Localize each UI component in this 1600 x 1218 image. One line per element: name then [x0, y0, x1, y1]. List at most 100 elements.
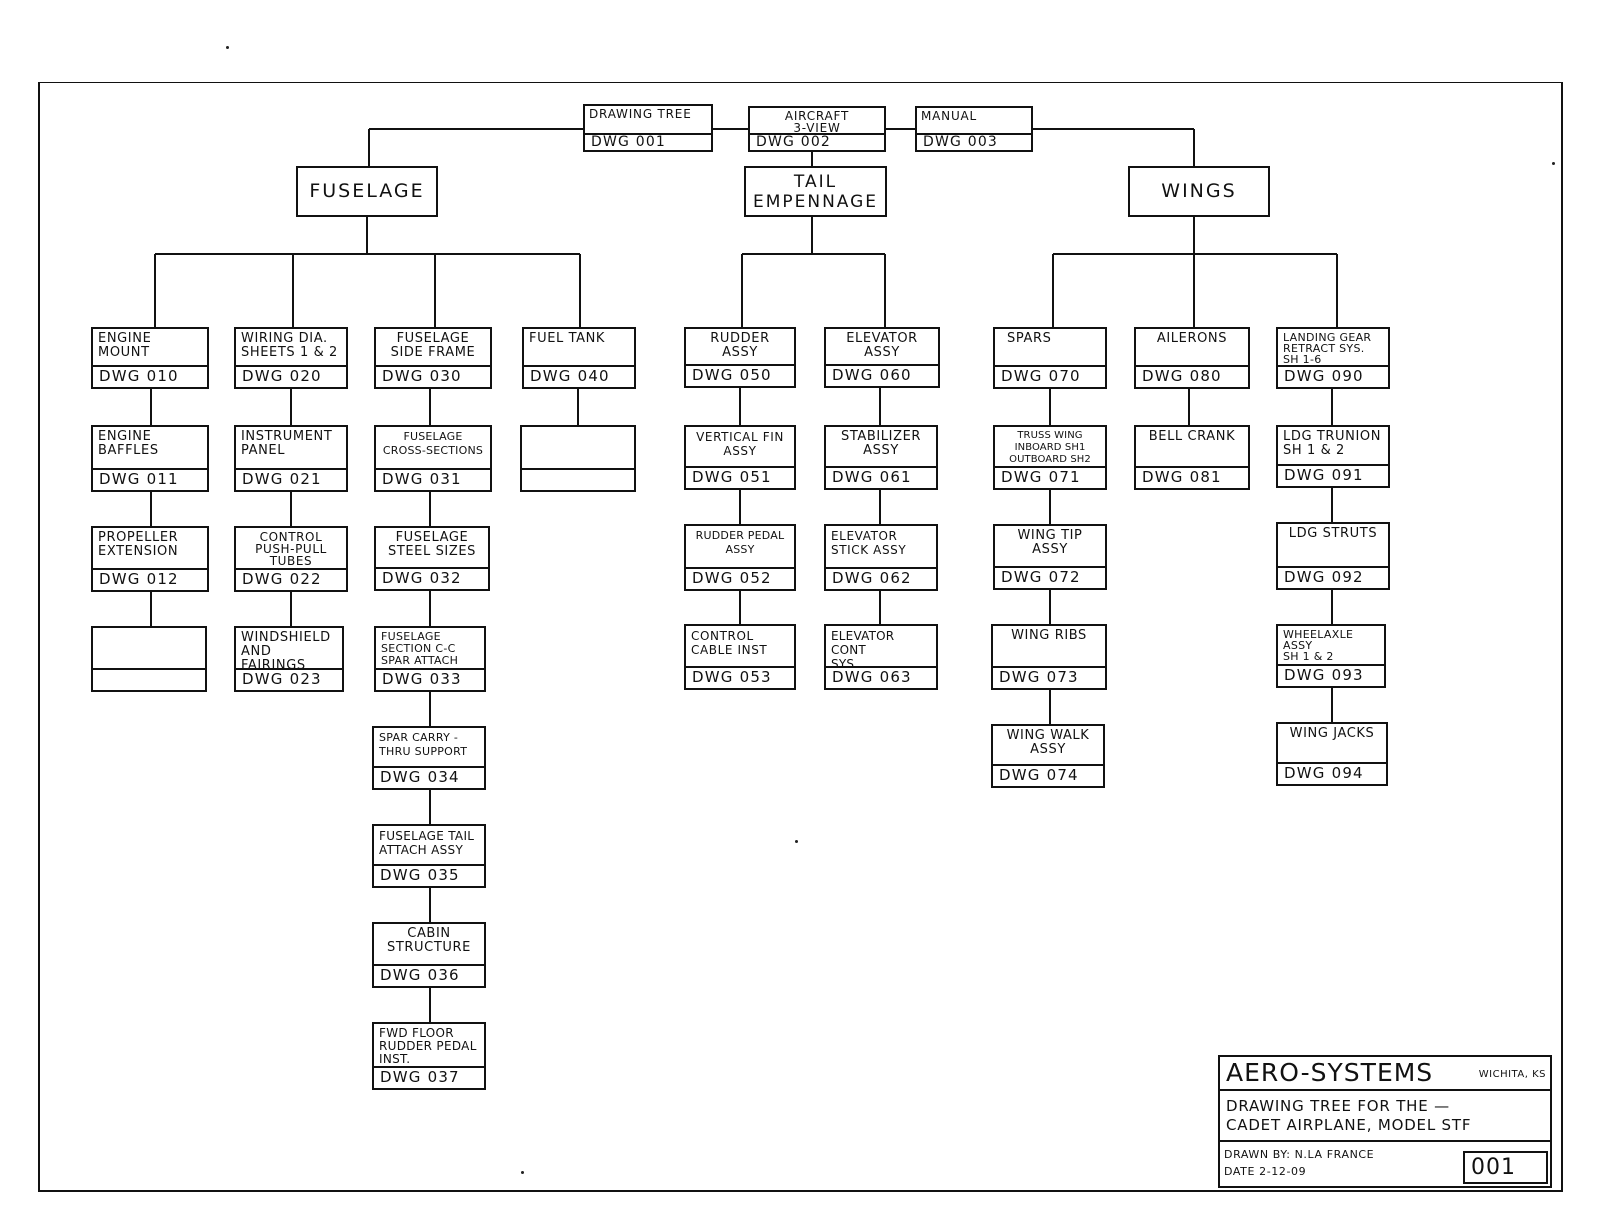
box-title: FUSELAGE SIDE FRAME — [390, 331, 476, 360]
dwg-number: DWG 070 — [995, 365, 1105, 387]
paper-speck — [226, 46, 229, 49]
box-title: STABILIZER ASSY — [840, 429, 922, 458]
component-fuselage-tail-attach: FUSELAGE TAIL ATTACH ASSY DWG 035 — [372, 824, 486, 888]
dwg-number: DWG 037 — [374, 1066, 484, 1088]
dwg-number: DWG 052 — [686, 567, 794, 589]
box-title: FUSELAGE CROSS-SECTIONS — [382, 430, 484, 457]
dwg-number: DWG 090 — [1278, 365, 1388, 387]
component-vertical-fin-assy: VERTICAL FIN ASSY DWG 051 — [684, 425, 796, 490]
component-wing-ribs: WING RIBS DWG 073 — [991, 624, 1107, 690]
top-box-aircraft-3-view: AIRCRAFT 3-VIEW DWG 002 — [748, 106, 886, 152]
component-rudder-assy: RUDDER ASSY DWG 050 — [684, 327, 796, 388]
box-title: AILERONS — [1156, 331, 1228, 346]
paper-speck — [795, 840, 798, 843]
component-engine-baffles: ENGINE BAFFLES DWG 011 — [91, 425, 209, 492]
box-title: WHEELAXLE ASSY SH 1 & 2 — [1283, 628, 1354, 663]
box-title: CONTROL CABLE INST — [691, 629, 768, 657]
dwg-number: DWG 001 — [585, 133, 711, 150]
box-title: WINDSHIELD AND FAIRINGS — [241, 630, 331, 669]
box-title: INSTRUMENT PANEL — [241, 429, 333, 458]
box-title: ELEVATOR ASSY — [846, 331, 918, 360]
box-title: ENGINE MOUNT — [98, 331, 152, 360]
component-wing-jacks: WING JACKS DWG 094 — [1276, 722, 1388, 786]
dwg-number: DWG 012 — [93, 568, 207, 590]
component-bell-crank: BELL CRANK DWG 081 — [1134, 425, 1250, 490]
component-control-cable-inst: CONTROL CABLE INST DWG 053 — [684, 624, 796, 690]
company-city: WICHITA, KS — [1478, 1069, 1546, 1080]
box-title: WING JACKS — [1289, 726, 1375, 741]
box-title: FWD FLOOR RUDDER PEDAL INST. — [379, 1026, 477, 1066]
component-elevator-control-sys: ELEVATOR CONT SYS. DWG 063 — [824, 624, 938, 690]
component-wing-walk-assy: WING WALK ASSY DWG 074 — [991, 724, 1105, 788]
component-fuel-tank: FUEL TANK DWG 040 — [522, 327, 636, 389]
component-fuselage-steel-sizes: FUSELAGE STEEL SIZES DWG 032 — [374, 526, 490, 591]
box-title: FUSELAGE TAIL ATTACH ASSY — [379, 829, 475, 857]
box-title: TRUSS WING INBOARD SH1 OUTBOARD SH2 — [1009, 430, 1091, 465]
component-windshield-fairings: WINDSHIELD AND FAIRINGS DWG 023 — [234, 626, 344, 692]
component-truss-wing: TRUSS WING INBOARD SH1 OUTBOARD SH2 DWG … — [993, 425, 1107, 490]
box-title: LANDING GEAR RETRACT SYS. SH 1-6 — [1283, 331, 1372, 365]
dwg-number: DWG 035 — [374, 864, 484, 886]
dwg-number: DWG 062 — [826, 567, 936, 589]
box-title: ELEVATOR CONT SYS. — [831, 629, 895, 666]
box-title: CONTROL PUSH-PULL TUBES — [255, 530, 327, 568]
dwg-number: DWG 053 — [686, 666, 794, 688]
component-propeller-extension: PROPELLER EXTENSION DWG 012 — [91, 526, 209, 592]
box-title: VERTICAL FIN ASSY — [696, 430, 784, 458]
dwg-number: DWG 094 — [1278, 762, 1386, 784]
dwg-number: DWG 093 — [1278, 664, 1384, 686]
dwg-number: DWG 091 — [1278, 464, 1388, 486]
box-title: WIRING DIA. SHEETS 1 & 2 — [241, 331, 338, 360]
title-block-divider — [1218, 1140, 1552, 1142]
dwg-number: DWG 080 — [1136, 365, 1248, 387]
title-block — [1218, 1055, 1552, 1188]
box-title: FUSELAGE STEEL SIZES — [387, 530, 477, 559]
dwg-number: DWG 051 — [686, 466, 794, 488]
component-wiring-diagram: WIRING DIA. SHEETS 1 & 2 DWG 020 — [234, 327, 348, 389]
dwg-number: DWG 092 — [1278, 566, 1388, 588]
box-title: LDG TRUNION SH 1 & 2 — [1283, 429, 1382, 458]
dwg-number: DWG 003 — [917, 133, 1031, 150]
box-title: FUSELAGE SECTION C-C SPAR ATTACH — [381, 630, 459, 667]
box-title: FUEL TANK — [529, 331, 606, 346]
component-spars: SPARS DWG 070 — [993, 327, 1107, 389]
component-fwd-floor-rudder-pedal: FWD FLOOR RUDDER PEDAL INST. DWG 037 — [372, 1022, 486, 1090]
box-title: SPAR CARRY - THRU SUPPORT — [379, 731, 468, 758]
component-fuselage-side-frame: FUSELAGE SIDE FRAME DWG 030 — [374, 327, 492, 389]
top-box-drawing-tree: DRAWING TREE DWG 001 — [583, 104, 713, 152]
dwg-number: DWG 011 — [93, 468, 207, 490]
box-title: WING RIBS — [1011, 628, 1087, 643]
component-ailerons: AILERONS DWG 080 — [1134, 327, 1250, 389]
dwg-number: DWG 020 — [236, 365, 346, 387]
box-title: ENGINE BAFFLES — [98, 429, 159, 458]
dwg-number: DWG 036 — [374, 964, 484, 986]
paper-speck — [521, 1171, 524, 1174]
dwg-number: DWG 021 — [236, 468, 346, 490]
component-wing-tip-assy: WING TIP ASSY DWG 072 — [993, 524, 1107, 590]
dwg-number — [522, 468, 634, 490]
dwg-number: DWG 010 — [93, 365, 207, 387]
component-ldg-trunion: LDG TRUNION SH 1 & 2 DWG 091 — [1276, 425, 1390, 488]
drawing-number: 001 — [1463, 1151, 1548, 1184]
box-title: AIRCRAFT 3-VIEW — [784, 109, 850, 133]
box-title: CABIN STRUCTURE — [387, 926, 471, 955]
box-title: DRAWING TREE — [589, 107, 692, 121]
dwg-number: DWG 031 — [376, 468, 490, 490]
dwg-number: DWG 023 — [236, 668, 342, 690]
dwg-number: DWG 061 — [826, 466, 936, 488]
box-title — [93, 628, 205, 668]
component-engine-mount: ENGINE MOUNT DWG 010 — [91, 327, 209, 389]
drawn-by: DRAWN BY: N.LA FRANCE — [1224, 1148, 1375, 1161]
dwg-number: DWG 074 — [993, 764, 1103, 786]
box-title: RUDDER ASSY — [710, 331, 770, 360]
component-fuselage-cross-sections: FUSELAGE CROSS-SECTIONS DWG 031 — [374, 425, 492, 492]
category-tail-empennage: TAIL EMPENNAGE — [744, 166, 887, 217]
dwg-number: DWG 002 — [750, 133, 884, 150]
dwg-number: DWG 034 — [374, 766, 484, 788]
component-elevator-stick-assy: ELEVATOR STICK ASSY DWG 062 — [824, 524, 938, 591]
dwg-number: DWG 073 — [993, 666, 1105, 688]
dwg-number: DWG 072 — [995, 566, 1105, 588]
title-block-company: AERO-SYSTEMS WICHITA, KS — [1218, 1055, 1552, 1091]
dwg-number: DWG 040 — [524, 365, 634, 387]
